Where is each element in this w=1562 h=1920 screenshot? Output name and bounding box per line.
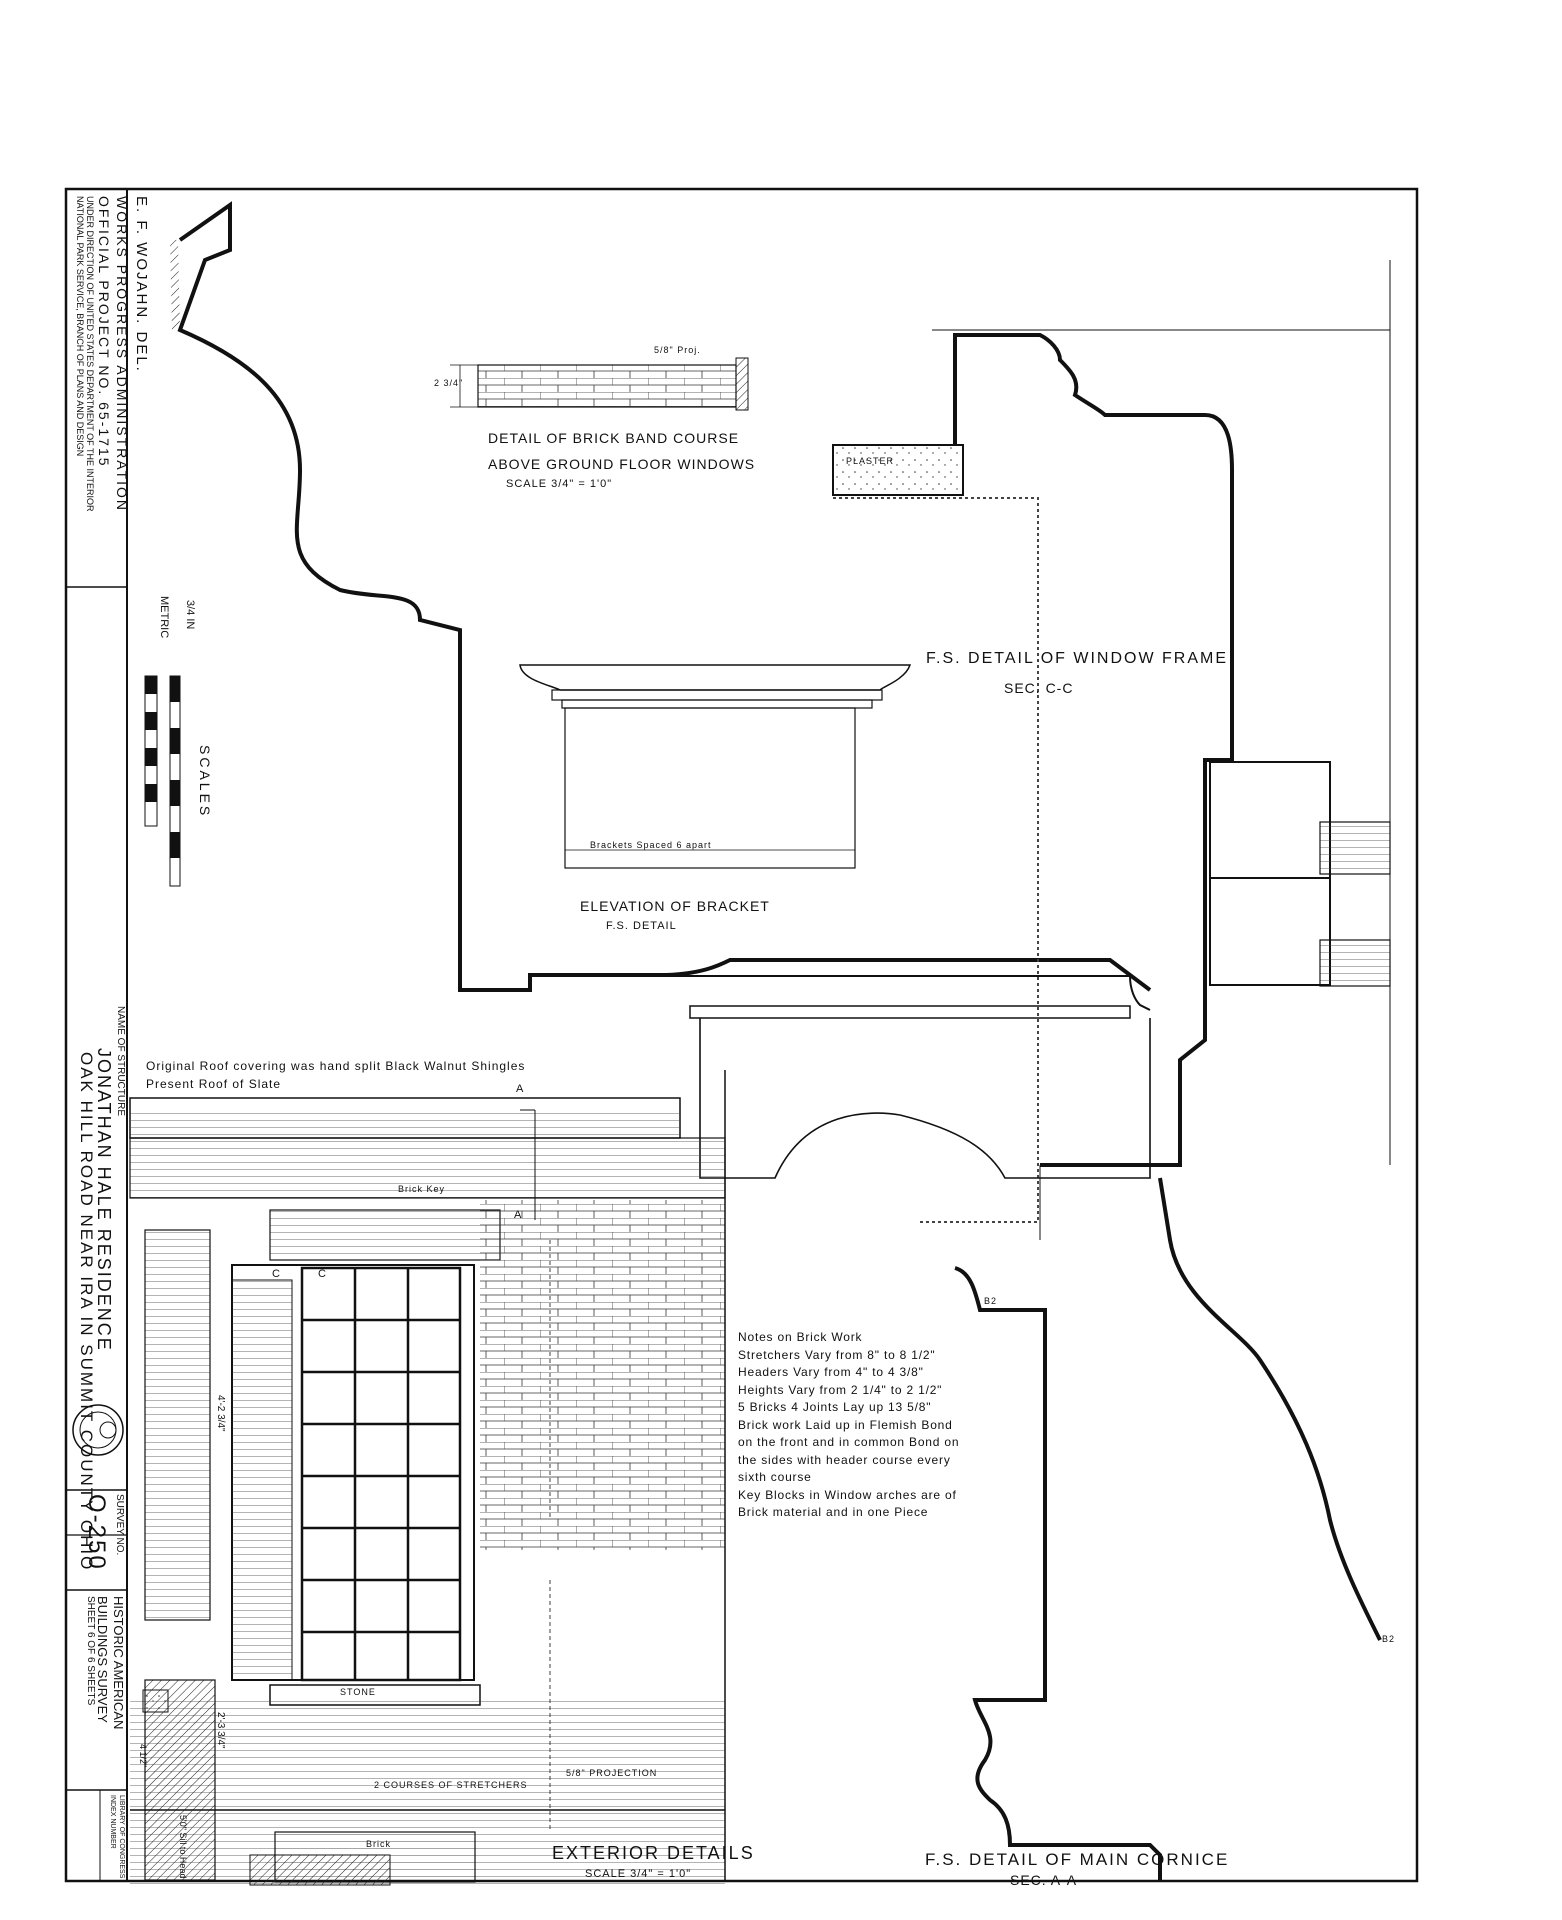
note-line: Notes on Brick Work: [738, 1330, 863, 1344]
dimension-2: 2'-3 3/4": [215, 1712, 226, 1749]
brick-label: Brick: [366, 1839, 391, 1849]
main-cornice-section: SEC. A-A: [1010, 1872, 1078, 1888]
brick-band-title-2: ABOVE GROUND FLOOR WINDOWS: [488, 456, 756, 472]
seal-icon: [72, 1404, 124, 1456]
note-line: on the front and in common Bond on: [738, 1435, 960, 1449]
note-line: Brick work Laid up in Flemish Bond: [738, 1417, 953, 1432]
name-of-structure-label: NAME OF STRUCTURE: [115, 1006, 126, 1116]
brick-work-notes: Notes on Brick Work Stretchers Vary from…: [738, 1329, 959, 1522]
note-line: Key Blocks in Window arches are of: [738, 1487, 957, 1502]
brick-band-projection: 5/8" Proj.: [654, 345, 701, 355]
sheet-label: SHEET 6 OF 6 SHEETS: [85, 1596, 96, 1706]
dimension-1: 4'-2 3/4": [215, 1395, 226, 1432]
b2-label-lower: B2: [1382, 1634, 1396, 1644]
roof-note-1: Original Roof covering was hand split Bl…: [146, 1059, 526, 1073]
note-line: sixth course: [738, 1470, 812, 1484]
exterior-details-scale: SCALE 3/4" = 1'0": [585, 1868, 692, 1880]
b2-label-upper: B2: [984, 1296, 998, 1306]
note-line: 5 Bricks 4 Joints Lay up 13 5/8": [738, 1400, 932, 1414]
roof-note-2: Present Roof of Slate: [146, 1077, 282, 1091]
direction-line-2: NATIONAL PARK SERVICE, BRANCH OF PLANS A…: [75, 196, 85, 457]
note-line: Heights Vary from 2 1/4" to 2 1/2": [738, 1382, 943, 1397]
note-line: Headers Vary from 4" to 4 3/8": [738, 1365, 924, 1379]
note-line: Brick material and in one Piece: [738, 1505, 929, 1519]
section-a-bottom: A: [514, 1209, 523, 1221]
section-a-top: A: [516, 1083, 525, 1095]
exterior-elevation: [129, 1070, 726, 1890]
brick-band-title-1: DETAIL OF BRICK BAND COURSE: [488, 430, 740, 446]
agency: WORKS PROGRESS ADMINISTRATION: [114, 196, 130, 512]
window-frame-section: [832, 260, 1391, 1223]
project-number: OFFICIAL PROJECT NO. 65-1715: [96, 196, 112, 468]
window-frame-title: F.S. DETAIL OF WINDOW FRAME: [926, 650, 1228, 667]
brick-band-course: [450, 357, 749, 411]
courses-label: 2 COURSES OF STRETCHERS: [374, 1780, 528, 1790]
stone-label: STONE: [340, 1687, 376, 1697]
exterior-details-title: EXTERIOR DETAILS: [552, 1843, 755, 1863]
sill-head-dimension: 5'0" Sill to Head: [178, 1815, 188, 1879]
sheet-border: [64, 187, 1419, 1883]
brick-band-dimension: 2 3/4": [434, 378, 464, 388]
scale-imperial: 3/4 IN: [184, 600, 196, 630]
note-line: the sides with header course every: [738, 1452, 951, 1467]
bracket-elevation: [519, 664, 912, 869]
brick-band-scale: SCALE 3/4" = 1'0": [506, 478, 613, 490]
habs-line-2: BUILDINGS SURVEY: [95, 1596, 110, 1723]
dimension-3: 4 1/2": [138, 1744, 148, 1768]
library-line-2: INDEX NUMBER: [109, 1795, 116, 1849]
delineator: E. F. WOJAHN. DEL.: [133, 196, 150, 373]
scales-label: SCALES: [197, 745, 213, 819]
structure-name: JONATHAN HALE RESIDENCE: [94, 1048, 114, 1352]
main-cornice-title: F.S. DETAIL OF MAIN CORNICE: [925, 1850, 1230, 1869]
bracket-subtitle: F.S. DETAIL: [606, 920, 677, 932]
cornice-profile-upper: [177, 201, 1152, 992]
cornice-profile-lower: [954, 1266, 1162, 1880]
section-c-left: C: [272, 1268, 281, 1280]
scale-bars: [144, 675, 181, 887]
library-line-1: LIBRARY OF CONGRESS: [118, 1795, 125, 1879]
window-frame-section: SEC. C-C: [1004, 680, 1074, 696]
window-sash: [300, 1266, 462, 1682]
section-c-right: C: [318, 1268, 327, 1280]
brick-key-label: Brick Key: [398, 1184, 446, 1194]
plaster-label: PLASTER: [846, 456, 895, 466]
scale-metric: METRIC: [158, 596, 170, 639]
bracket-spacing-note: Brackets Spaced 6 apart: [590, 840, 712, 850]
direction-line-1: UNDER DIRECTION OF UNITED STATES DEPARTM…: [85, 196, 95, 512]
note-line: Stretchers Vary from 8" to 8 1/2": [738, 1347, 936, 1362]
survey-no-label: SURVEY NO.: [114, 1494, 125, 1556]
survey-number: O-250: [83, 1494, 110, 1571]
cornice-bracket-lower: [660, 975, 1151, 1179]
projection-label: 5/8" PROJECTION: [566, 1768, 658, 1778]
bracket-title: ELEVATION OF BRACKET: [580, 898, 770, 914]
habs-line-1: HISTORIC AMERICAN: [111, 1596, 126, 1730]
